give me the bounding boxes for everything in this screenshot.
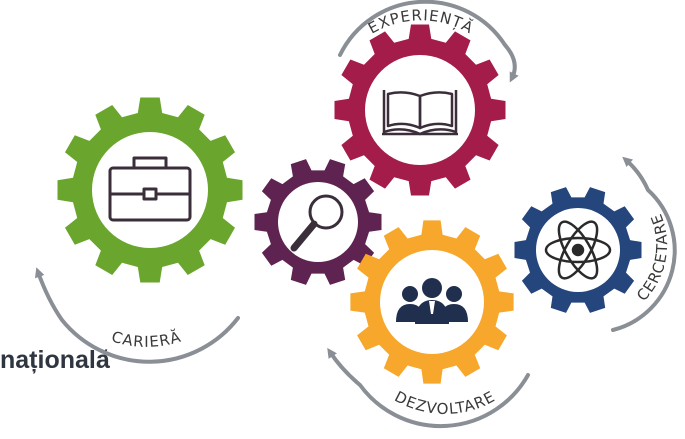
- dezvoltare-label: DEZVOLTARE: [392, 387, 499, 418]
- cariera-label: CARIERĂ: [110, 327, 184, 351]
- cercetare-arrow: [611, 156, 677, 332]
- cariera-arrow: [34, 267, 240, 364]
- magnifier-icon: [290, 194, 344, 252]
- open-book-icon: [382, 90, 458, 136]
- dezvoltare-arrow: [327, 347, 530, 429]
- experienta-arrow: [338, 0, 519, 83]
- partial-title: națională: [0, 346, 110, 374]
- team-people-icon: [396, 278, 468, 324]
- briefcase-icon: [108, 156, 192, 222]
- atom-icon: [544, 220, 612, 280]
